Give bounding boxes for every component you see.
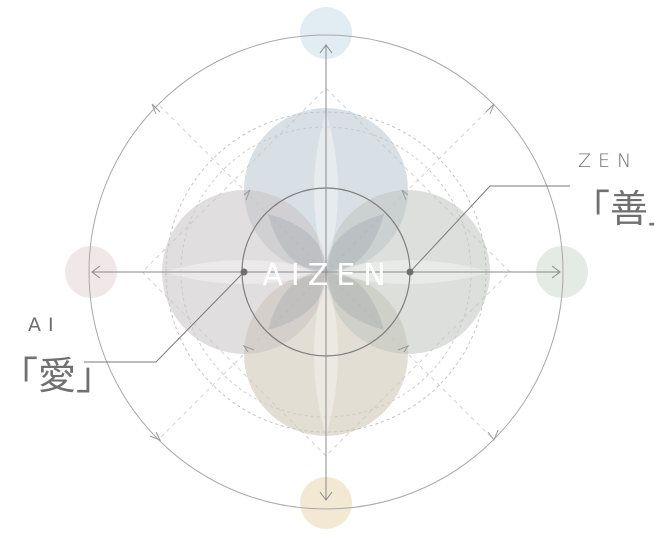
ai-label: AI [28, 314, 61, 336]
zen-kanji-label: 「善」 [572, 178, 654, 233]
zen-label: ZEN [578, 150, 638, 172]
ai-kanji-label: 「愛」 [0, 345, 114, 400]
center-title: AIZEN [238, 258, 418, 293]
